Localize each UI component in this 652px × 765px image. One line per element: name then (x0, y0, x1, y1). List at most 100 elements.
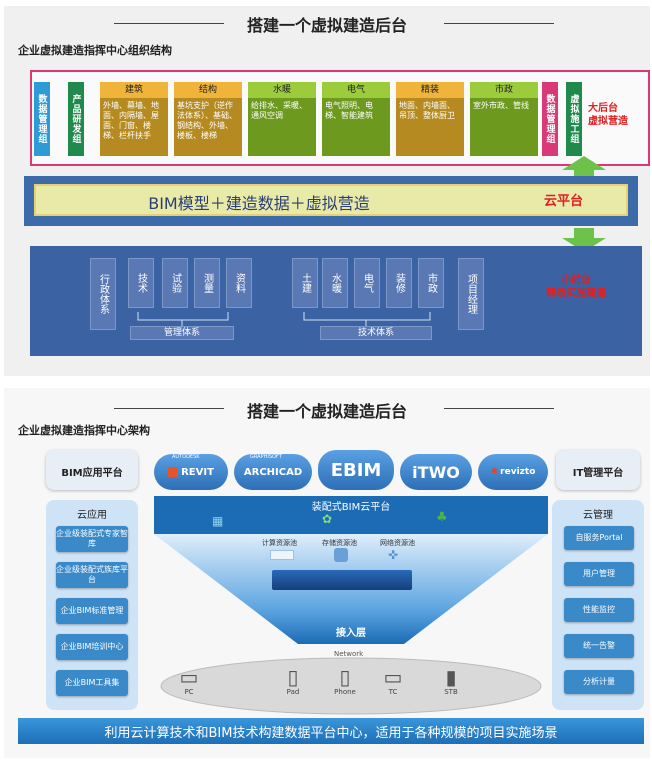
device-label: TC (388, 688, 398, 696)
slide-org-structure: 搭建一个虚拟建造后台 企业虚拟建造指挥中心组织结构 数据管理组 产品研发组 建筑… (4, 6, 650, 376)
autodesk-label: AUTODESK (172, 454, 200, 460)
slide-architecture: 搭建一个虚拟建造后台 企业虚拟建造指挥中心架构 BIM应用平台 云应用 企业级装… (4, 388, 650, 758)
discipline-3: 电气电气照明、电梯、智能建筑 (322, 82, 390, 156)
discipline-body: 地面、内墙面、吊顶、整体厨卫 (396, 98, 464, 156)
cloud-mgmt-item-3: 统一告警 (564, 634, 634, 658)
pool-storage: 存储资源池 (322, 539, 357, 547)
discipline-body: 室外市政、管线 (470, 98, 538, 156)
cloud-app-item-3: 企业BIM培训中心 (56, 634, 128, 660)
discipline-header: 市政 (470, 82, 538, 98)
graphisoft-label: GRAPHISOFT (250, 454, 282, 460)
cloud-platform-band: BIM模型＋建造数据＋虚拟营造 云平台 (24, 176, 638, 226)
group-virtual-construction: 虚拟施工组 (566, 82, 582, 156)
tech-item-4: 市政 (418, 258, 444, 308)
label-cloud-platform: 云平台 (544, 194, 584, 209)
group-connectors (137, 312, 431, 326)
cloud-app-item-2: 企业BIM标准管理 (56, 598, 128, 624)
discipline-header: 结构 (174, 82, 242, 98)
pool-network: 网络资源池 (380, 539, 415, 547)
discipline-body: 外墙、幕墙、地面、内隔墙、屋面、门窗、楼梯、栏杆扶手 (100, 98, 168, 156)
mgmt-item-0: 行政体系 (90, 258, 116, 330)
tech-item-2: 电气 (354, 258, 380, 308)
bottom-banner (18, 718, 644, 744)
discipline-4: 精装地面、内墙面、吊顶、整体厨卫 (396, 82, 464, 156)
server-stack-icon: ▦ (212, 514, 224, 528)
bim-cloud-platform-label: 装配式BIM云平台 (311, 502, 391, 513)
discipline-body: 给排水、采暖、通风空调 (248, 98, 316, 156)
slide2-subtitle: 企业虚拟建造指挥中心架构 (18, 424, 150, 437)
bim-cloud-platform-bar (154, 496, 548, 534)
discipline-header: 水暖 (248, 82, 316, 98)
device-label: Phone (334, 688, 356, 696)
cloud-mgmt-item-2: 性能监控 (564, 598, 634, 622)
group-product-rd: 产品研发组 (68, 82, 84, 156)
network-ellipse (160, 657, 542, 715)
cloud-revit: REVIT (154, 454, 228, 490)
device-0: ▭PC (172, 666, 206, 696)
title-line-left (114, 23, 224, 24)
compute-icon (270, 550, 294, 560)
cloud-app-title: 云应用 (77, 510, 107, 521)
bim-app-platform-title: BIM应用平台 (61, 468, 123, 479)
device-3: ▭TC (376, 666, 410, 696)
bottom-banner-text: 利用云计算技术和BIM技术构建数据平台中心，适用于各种规模的项目实施场景 (104, 726, 558, 741)
device-icon: ▯ (287, 665, 299, 689)
server-rack-icon (272, 570, 412, 590)
title-line-right (444, 23, 554, 24)
item-project-manager: 项目经理 (458, 258, 484, 330)
cloud-revizto: ✱ revizto (478, 454, 548, 490)
database-icon (334, 548, 348, 562)
cloud-archicad: ARCHICAD (234, 454, 312, 490)
discipline-2: 水暖给排水、采暖、通风空调 (248, 82, 316, 156)
device-label: STB (444, 688, 458, 696)
revit-logo-icon (168, 467, 179, 477)
cloud-app-item-1: 企业级装配式族库平台 (56, 562, 128, 588)
group-data-management-left: 数据管理组 (34, 82, 50, 156)
device-1: ▯Pad (276, 666, 310, 696)
it-mgmt-platform-header (556, 450, 640, 490)
network-label: Network (334, 650, 364, 658)
label-big-backend: 大后台 虚拟营造 (588, 103, 628, 127)
tech-item-1: 水暖 (322, 258, 348, 308)
access-layer-label: 接入层 (336, 628, 366, 639)
cloud-mgmt-item-0: 自服务Portal (564, 526, 634, 550)
title-line-left-2 (114, 408, 224, 409)
mgmt-item-3: 测量 (194, 258, 220, 308)
tech-item-0: 土建 (292, 258, 318, 308)
discipline-1: 结构基坑支护（逆作法体系）、基础、钢结构、外墙、楼板、楼梯 (174, 82, 242, 156)
cloud-mgmt-title: 云管理 (583, 510, 613, 521)
slide2-title: 搭建一个虚拟建造后台 (246, 402, 407, 421)
discipline-5: 市政室外市政、管线 (470, 82, 538, 156)
slide1-subtitle: 企业虚拟建造指挥中心组织结构 (18, 44, 172, 57)
device-label: Pad (286, 688, 300, 696)
cloud-platform-text: BIM模型＋建造数据＋虚拟营造 (148, 194, 370, 213)
device-icon: ▭ (179, 665, 199, 689)
slide1-title: 搭建一个虚拟建造后台 (246, 16, 407, 35)
revizto-logo-icon: ✱ (490, 467, 499, 477)
up-arrow-icon (562, 156, 606, 184)
title-line-right-2 (444, 408, 554, 409)
mgmt-item-4: 资料 (226, 258, 252, 308)
cloud-app-item-0: 企业级装配式专家智库 (56, 526, 128, 552)
device-label: PC (184, 688, 194, 696)
cluster-icon: ✿ (322, 512, 333, 526)
cloud-ebim: EBIM (318, 450, 394, 490)
discipline-header: 建筑 (100, 82, 168, 98)
cloud-platform-inner (34, 184, 628, 216)
discipline-0: 建筑外墙、幕墙、地面、内隔墙、屋面、门窗、楼梯、栏杆扶手 (100, 82, 168, 156)
discipline-body: 基坑支护（逆作法体系）、基础、钢结构、外墙、楼板、楼梯 (174, 98, 242, 156)
mgmt-group-label: 管理体系 (130, 326, 234, 340)
tech-group-label: 技术体系 (320, 326, 432, 340)
discipline-header: 精装 (396, 82, 464, 98)
group-data-management-right: 数据管理组 (542, 82, 558, 156)
it-mgmt-platform-title: IT管理平台 (572, 468, 624, 479)
cloud-mgmt-item-1: 用户管理 (564, 562, 634, 586)
device-icon: ▯ (339, 665, 351, 689)
device-2: ▯Phone (328, 666, 362, 696)
pool-compute: 计算资源池 (262, 539, 297, 547)
discipline-header: 电气 (322, 82, 390, 98)
mgmt-item-2: 试验 (162, 258, 188, 308)
discipline-body: 电气照明、电梯、智能建筑 (322, 98, 390, 156)
tech-item-3: 装修 (386, 258, 412, 308)
cloud-itwo: iTWO (400, 454, 472, 490)
